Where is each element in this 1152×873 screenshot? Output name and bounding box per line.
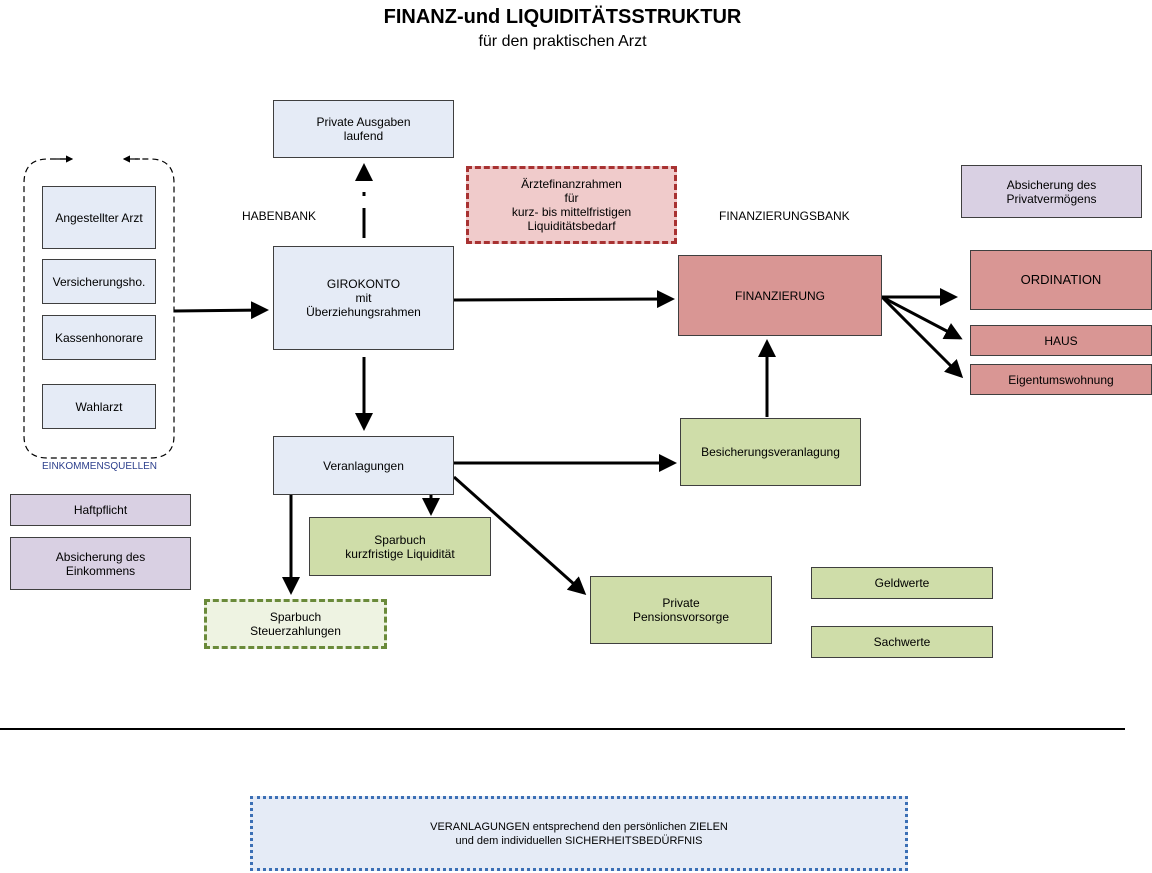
box-absicherung-privatvermoegen: Absicherung des Privatvermögens xyxy=(961,165,1142,218)
box-geldwerte: Geldwerte xyxy=(811,567,993,599)
box-haus: HAUS xyxy=(970,325,1152,356)
arrow-finanzierung-haus xyxy=(881,295,963,340)
box-girokonto: GIROKONTO mit Überziehungsrahmen xyxy=(273,246,454,350)
income-source-versicherung: Versicherungsho. xyxy=(42,259,156,304)
box-ordination: ORDINATION xyxy=(970,250,1152,310)
box-eigentumswohnung: Eigentumswohnung xyxy=(970,364,1152,395)
box-sparbuch-steuer: Sparbuch Steuerzahlungen xyxy=(204,599,387,649)
income-source-angestellter-arzt: Angestellter Arzt xyxy=(42,186,156,249)
arrow-girokonto-finanzierung xyxy=(453,290,675,309)
income-source-kassenhonorare: Kassenhonorare xyxy=(42,315,156,360)
arrow-income-girokonto xyxy=(173,301,269,320)
income-bracket xyxy=(23,158,175,459)
box-private-ausgaben: Private Ausgaben laufend xyxy=(273,100,454,158)
label-habenbank: HABENBANK xyxy=(242,209,317,223)
label-finanzierungsbank: FINANZIERUNGSBANK xyxy=(719,209,850,223)
box-veranlagungen: Veranlagungen xyxy=(273,436,454,495)
page-subtitle: für den praktischen Arzt xyxy=(478,33,647,50)
box-sachwerte: Sachwerte xyxy=(811,626,993,658)
box-sparbuch-kurzfristig: Sparbuch kurzfristige Liquidität xyxy=(309,517,491,576)
box-private-pensionsvorsorge: Private Pensionsvorsorge xyxy=(590,576,772,644)
box-absicherung-einkommen: Absicherung des Einkommens xyxy=(10,537,191,590)
label-einkommensquellen: EINKOMMENSQUELLEN xyxy=(42,461,158,472)
footer-note: VERANLAGUNGEN entsprechend den persönlic… xyxy=(250,796,908,871)
income-source-wahlarzt: Wahlarzt xyxy=(42,384,156,429)
box-haftpflicht: Haftpflicht xyxy=(10,494,191,526)
box-besicherungsveranlagung: Besicherungsveranlagung xyxy=(680,418,861,486)
arrow-veranlagungen-pension xyxy=(453,475,587,595)
box-aerztefinanzrahmen: Ärztefinanzrahmen für kurz- bis mittelfr… xyxy=(466,166,677,244)
page-title: FINANZ-und LIQUIDITÄTSSTRUKTUR xyxy=(383,6,742,28)
box-finanzierung: FINANZIERUNG xyxy=(678,255,882,336)
arrow-finanzierung-eigentum xyxy=(880,295,964,379)
